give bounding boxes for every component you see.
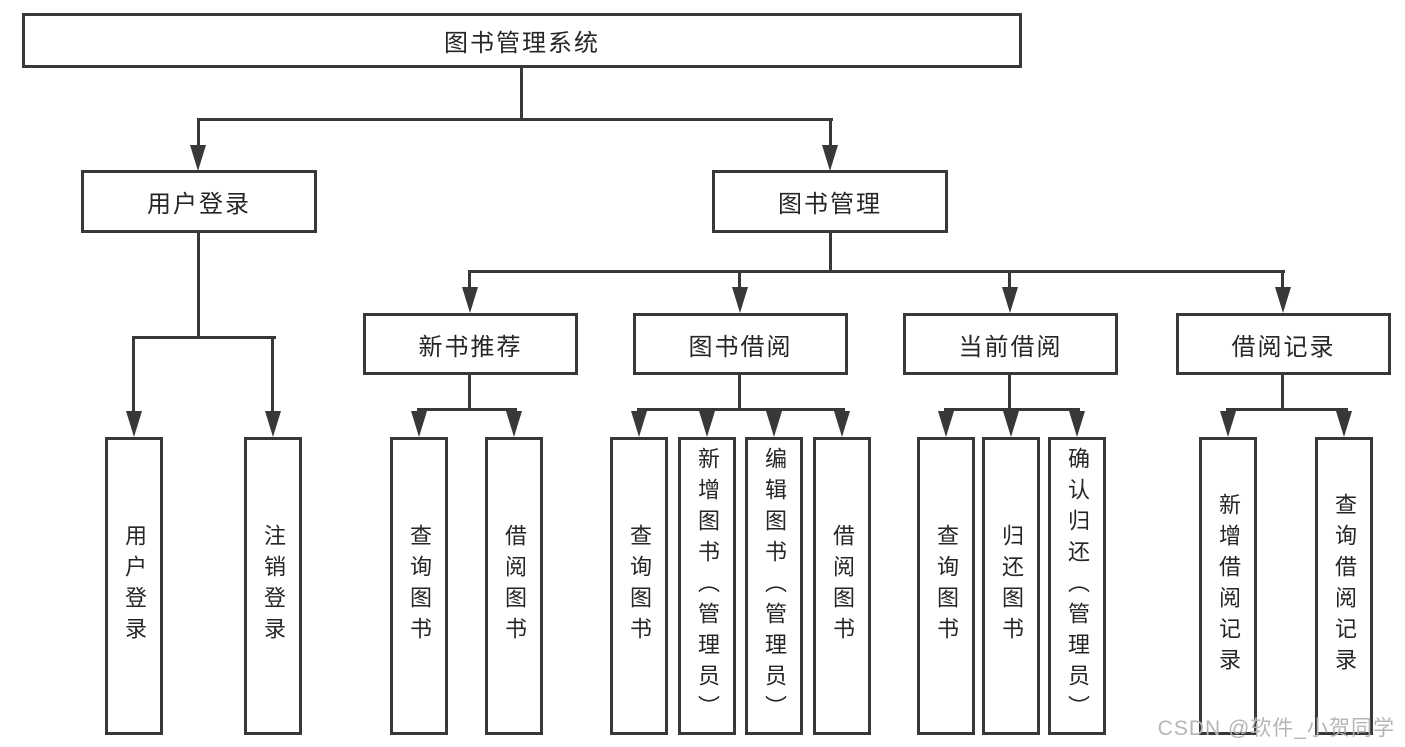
connector-current-hbar xyxy=(944,408,1080,411)
arrowhead-leaf-query-borrow xyxy=(631,411,647,437)
arrowhead-to-book-mgmt xyxy=(822,145,838,171)
arrowhead-to-records xyxy=(1275,287,1291,313)
connector-user-login-stem xyxy=(197,233,200,339)
leaf-edit-book-admin: 编辑图书（管理员） xyxy=(745,437,803,735)
leaf-user-login: 用户登录 xyxy=(105,437,163,735)
arrowhead-leaf-edit-book xyxy=(766,411,782,437)
leaf-add-book-admin: 新增图书（管理员） xyxy=(678,437,736,735)
leaf-add-borrow-record: 新增借阅记录 xyxy=(1199,437,1257,735)
arrowhead-leaf-borrow-books xyxy=(834,411,850,437)
connector-book-mgmt-hbar xyxy=(468,270,1285,273)
leaf-return-books: 归还图书 xyxy=(982,437,1040,735)
connector-leaf-user-login-stem xyxy=(132,336,135,414)
node-current-borrow-label: 当前借阅 xyxy=(958,333,1063,361)
arrowhead-leaf-add-record xyxy=(1220,411,1236,437)
connector-to-book-mgmt-stem xyxy=(829,118,832,148)
connector-to-user-login-stem xyxy=(197,118,200,148)
arrowhead-leaf-logout xyxy=(265,411,281,437)
node-book-borrow: 图书借阅 xyxy=(633,313,848,375)
node-borrow-records-label: 借阅记录 xyxy=(1231,333,1336,361)
leaf-confirm-return-admin-label: 确认归还（管理员） xyxy=(1065,446,1090,726)
leaf-query-books-current-label: 查询图书 xyxy=(934,524,959,648)
node-book-management: 图书管理 xyxy=(712,170,948,233)
leaf-borrow-books: 借阅图书 xyxy=(813,437,871,735)
connector-root-hbar xyxy=(197,118,833,121)
connector-to-current-stem xyxy=(1008,270,1011,290)
leaf-query-books-recommend-label: 查询图书 xyxy=(407,524,432,648)
node-borrow-records: 借阅记录 xyxy=(1176,313,1391,375)
csdn-watermark: CSDN @软件_小贺同学 xyxy=(1157,717,1395,740)
connector-records-stem xyxy=(1281,375,1284,410)
connector-borrow-hbar xyxy=(637,408,845,411)
arrowhead-leaf-query-recommend xyxy=(411,411,427,437)
node-user-login-label: 用户登录 xyxy=(147,191,251,218)
arrowhead-to-borrow xyxy=(732,287,748,313)
node-book-management-label: 图书管理 xyxy=(778,191,882,218)
connector-to-borrow-stem xyxy=(738,270,741,290)
connector-borrow-stem xyxy=(738,375,741,410)
node-root-label: 图书管理系统 xyxy=(444,30,600,57)
connector-current-stem xyxy=(1008,375,1011,410)
arrowhead-leaf-borrow-recommend xyxy=(506,411,522,437)
connector-records-hbar xyxy=(1226,408,1348,411)
leaf-borrow-books-recommend-label: 借阅图书 xyxy=(502,524,527,648)
leaf-edit-book-admin-label: 编辑图书（管理员） xyxy=(762,446,787,726)
connector-to-records-stem xyxy=(1281,270,1284,290)
leaf-query-borrow-record-label: 查询借阅记录 xyxy=(1332,493,1357,679)
arrowhead-leaf-confirm-return xyxy=(1069,411,1085,437)
leaf-borrow-books-recommend: 借阅图书 xyxy=(485,437,543,735)
connector-to-recommend-stem xyxy=(468,270,471,290)
leaf-query-borrow-record: 查询借阅记录 xyxy=(1315,437,1373,735)
leaf-add-borrow-record-label: 新增借阅记录 xyxy=(1216,493,1241,679)
leaf-query-books-recommend: 查询图书 xyxy=(390,437,448,735)
node-user-login: 用户登录 xyxy=(81,170,317,233)
connector-recommend-hbar xyxy=(417,408,517,411)
node-book-borrow-label: 图书借阅 xyxy=(688,333,793,361)
arrowhead-leaf-query-record xyxy=(1336,411,1352,437)
connector-user-login-hbar xyxy=(132,336,276,339)
node-new-book-recommend: 新书推荐 xyxy=(363,313,578,375)
node-root-library-system: 图书管理系统 xyxy=(22,13,1022,68)
arrowhead-to-user-login xyxy=(190,145,206,171)
leaf-borrow-books-label: 借阅图书 xyxy=(830,524,855,648)
connector-recommend-stem xyxy=(468,375,471,410)
arrowhead-leaf-add-book xyxy=(699,411,715,437)
arrowhead-leaf-return xyxy=(1003,411,1019,437)
leaf-logout-login: 注销登录 xyxy=(244,437,302,735)
leaf-user-login-label: 用户登录 xyxy=(122,524,147,648)
arrowhead-leaf-user-login xyxy=(126,411,142,437)
arrowhead-to-current xyxy=(1002,287,1018,313)
leaf-query-books-current: 查询图书 xyxy=(917,437,975,735)
leaf-confirm-return-admin: 确认归还（管理员） xyxy=(1048,437,1106,735)
connector-leaf-logout-stem xyxy=(271,336,274,414)
leaf-add-book-admin-label: 新增图书（管理员） xyxy=(695,446,720,726)
node-new-book-recommend-label: 新书推荐 xyxy=(418,333,523,361)
arrowhead-to-recommend xyxy=(462,287,478,313)
connector-book-mgmt-stem xyxy=(829,233,832,272)
arrowhead-leaf-query-current xyxy=(938,411,954,437)
leaf-query-books-borrow: 查询图书 xyxy=(610,437,668,735)
leaf-return-books-label: 归还图书 xyxy=(999,524,1024,648)
leaf-query-books-borrow-label: 查询图书 xyxy=(627,524,652,648)
connector-root-stem xyxy=(520,68,523,120)
leaf-logout-login-label: 注销登录 xyxy=(261,524,286,648)
node-current-borrow: 当前借阅 xyxy=(903,313,1118,375)
